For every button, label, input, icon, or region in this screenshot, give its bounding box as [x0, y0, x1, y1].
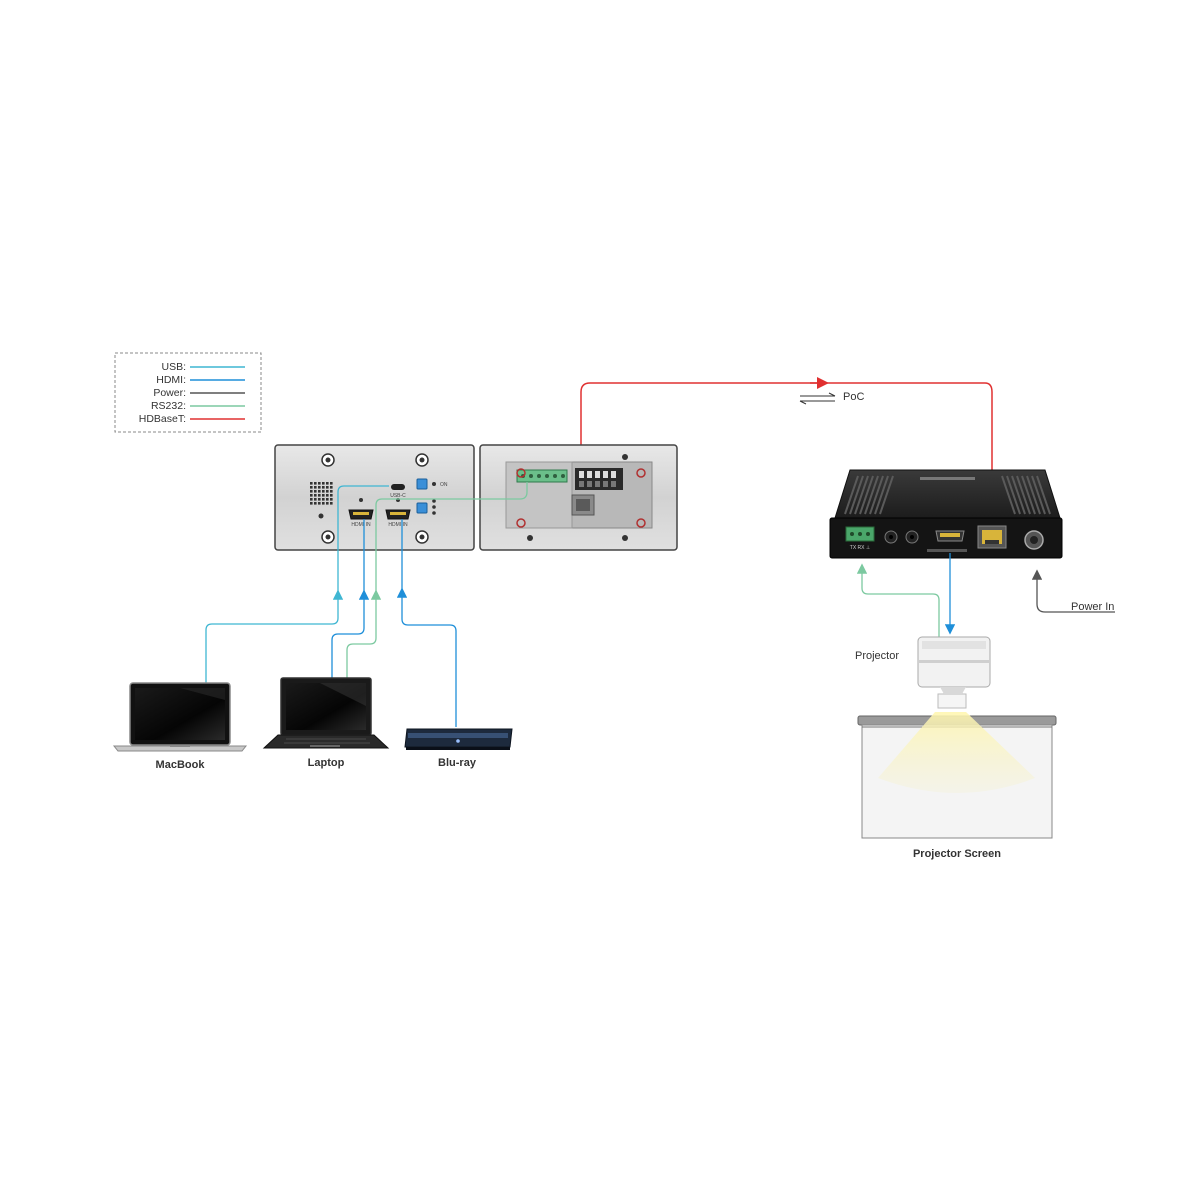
transmitter-rear-panel: [479, 444, 678, 551]
legend-power-label: Power:: [153, 387, 186, 399]
power-cable: [1031, 569, 1115, 613]
vent-slots-icon: [844, 475, 1051, 515]
ir-port-icon: [884, 530, 919, 544]
poc-text: PoC: [843, 391, 864, 403]
hdmi-out-port-icon: [927, 530, 967, 552]
projector-screen-label: Projector Screen: [913, 848, 1001, 860]
legend-border: [114, 352, 262, 433]
mounting-screw-icon: [321, 453, 429, 544]
hdbaset-cable: [580, 377, 993, 528]
legend-hdbaset-label: HDBaseT:: [139, 413, 186, 425]
poc-label: PoC: [799, 391, 864, 405]
legend-usb-label: USB:: [161, 361, 186, 373]
mode-button-icon: [416, 499, 436, 515]
svg-text:USB-C: USB-C: [390, 493, 406, 499]
projector-label: Projector: [855, 650, 899, 662]
ir-sensor-grille-icon: [310, 482, 333, 505]
macbook-label: MacBook: [156, 759, 206, 771]
input-select-button-icon: ON: [416, 478, 448, 490]
laptop-rs232-cable: [346, 482, 528, 681]
projection-light-beam: [878, 712, 1035, 793]
hdbaset-rj45-port-icon: [571, 494, 595, 516]
legend-hdmi-label: HDMI:: [156, 374, 186, 386]
rs232-port-icon: TX RX ⊥: [845, 526, 875, 551]
bluray-player-device: [404, 728, 513, 750]
usb-c-port-icon: USB-C: [390, 484, 406, 499]
led-icon: [318, 513, 324, 519]
legend: USB: HDMI: Power: RS232: HDBaseT:: [114, 352, 262, 433]
bidirectional-arrow-icon: [799, 392, 836, 405]
hdbaset-in-port-icon: [977, 525, 1007, 549]
svg-text:ON: ON: [440, 482, 448, 488]
power-in-label: Power In: [1071, 601, 1114, 613]
laptop-device: [262, 677, 390, 749]
transmitter-front-panel: USB-C HDMI IN HDMI IN ON: [274, 444, 475, 551]
svg-text:TX RX ⊥: TX RX ⊥: [850, 545, 870, 551]
bluray-hdmi-cable: [396, 519, 457, 727]
power-jack-icon: [1024, 530, 1044, 550]
svg-text:HDMI IN: HDMI IN: [351, 522, 371, 528]
mounting-screw-icon: [527, 454, 628, 541]
mounting-hole-icon: [516, 468, 646, 528]
projector-device: [917, 636, 991, 709]
laptop-label: Laptop: [308, 757, 345, 769]
macbook-usb-cable: [205, 485, 389, 684]
dip-switch-block-icon: [575, 468, 623, 490]
laptop-hdmi-cable: [331, 519, 370, 681]
macbook-device: [112, 682, 248, 752]
svg-text:HDMI IN: HDMI IN: [388, 522, 408, 528]
rs232-terminal-block-icon: [516, 469, 568, 483]
legend-rs232-label: RS232:: [151, 400, 186, 412]
hdbaset-receiver-device: TX RX ⊥: [829, 469, 1063, 559]
hdmi-port-1-icon: HDMI IN: [348, 498, 374, 528]
bluray-label: Blu-ray: [438, 757, 477, 769]
projector-screen-device: [857, 712, 1057, 839]
receiver-rs232-cable: [856, 563, 940, 640]
